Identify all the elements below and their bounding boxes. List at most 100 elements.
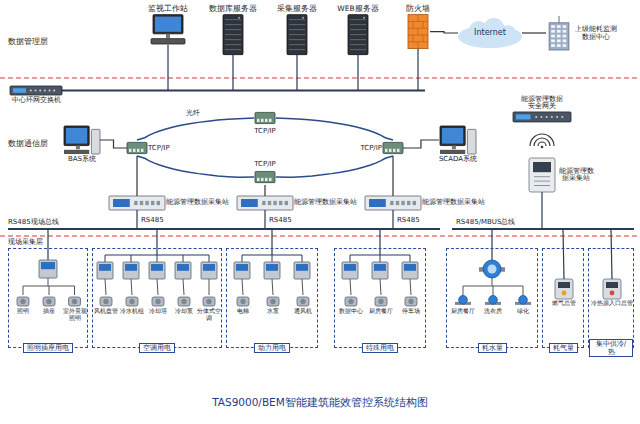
icon-part	[350, 29, 366, 30]
device-node: 厨房餐厅	[451, 295, 475, 315]
pc-icon	[64, 126, 100, 154]
icon-part	[43, 297, 55, 306]
bus-drop	[264, 210, 265, 229]
device-node: 照明	[16, 295, 30, 315]
icon-part	[266, 264, 278, 271]
bus-drop	[611, 229, 612, 279]
icon-part	[255, 112, 275, 123]
icon-part	[563, 39, 567, 42]
node-label: 电梯	[237, 308, 249, 315]
icon-part	[269, 119, 272, 122]
meter-wire	[302, 279, 303, 295]
icon-slot	[99, 295, 113, 307]
icon-slot	[127, 140, 147, 156]
icon-slot	[513, 112, 571, 122]
icon-part	[181, 299, 186, 304]
icon-part	[39, 90, 41, 92]
group-label: 动力用电	[254, 343, 290, 353]
device-node: Internet	[458, 18, 522, 48]
dev-icon	[345, 297, 357, 306]
station-icon	[365, 196, 421, 210]
node-label: 监视工作站	[148, 5, 188, 14]
icon-part	[155, 17, 181, 32]
icon-part	[127, 142, 147, 153]
icon-part	[557, 25, 561, 28]
icon-part	[133, 149, 136, 152]
branch-wire	[49, 286, 50, 295]
server-icon	[223, 15, 243, 55]
icon-part	[257, 178, 260, 181]
icon-part	[46, 299, 51, 304]
icon-part	[535, 116, 537, 118]
icon-part	[49, 90, 51, 92]
icon-part	[405, 297, 417, 306]
branch-wire	[463, 286, 464, 295]
meter-drop	[183, 255, 184, 262]
icon-part	[551, 116, 553, 118]
icon-part	[344, 264, 356, 271]
switch-icon	[255, 112, 275, 123]
icon-part	[177, 264, 189, 271]
icon-part	[374, 264, 386, 271]
device-node: TCP/IP	[127, 140, 170, 156]
bus-drop	[357, 55, 358, 90]
cloud-icon	[458, 18, 522, 48]
icon-part	[125, 264, 137, 271]
meter-icon	[372, 262, 388, 279]
icon-part	[129, 299, 134, 304]
icon-part	[546, 116, 548, 118]
group-label: 集中供冷/热	[589, 339, 633, 357]
device-node: 冷热源入口总管	[591, 279, 633, 307]
bus-label: RS485	[269, 216, 292, 224]
icon-part	[149, 262, 165, 279]
icon-part	[175, 262, 191, 279]
icon-part	[342, 262, 358, 279]
node-label: 燃气总管	[552, 300, 576, 307]
dev-icon	[375, 297, 387, 306]
icon-part	[166, 34, 170, 38]
device-node: 绿化	[515, 295, 531, 315]
icon-part	[255, 171, 275, 182]
node-label: 冷却塔	[149, 308, 167, 315]
icon-part	[225, 24, 241, 25]
icon-part	[363, 17, 365, 19]
icon-part	[467, 129, 476, 154]
icon-part	[203, 297, 215, 306]
icon-part	[152, 297, 164, 306]
icon-part	[225, 39, 241, 40]
icon-part	[397, 149, 400, 152]
dev-icon	[69, 297, 81, 306]
icon-part	[285, 201, 288, 205]
device-node: 能源管理数据采集站	[365, 196, 485, 210]
icon-part	[17, 297, 29, 306]
icon-part	[562, 291, 567, 296]
icon-slot	[16, 295, 30, 307]
icon-part	[396, 201, 399, 205]
icon-part	[257, 119, 260, 122]
icon-part	[225, 44, 241, 45]
node-label: 通风机	[294, 308, 312, 315]
icon-part	[34, 90, 36, 92]
group-box: 特殊用电数据中心厨房餐厅停车场	[334, 248, 426, 348]
icon-part	[137, 149, 140, 152]
icon-part	[76, 146, 80, 150]
node-label: 防火墙	[406, 5, 430, 14]
caption: TAS9000/BEM智能建筑能效管控系统结构图	[0, 396, 640, 408]
node-label: TCP/IP	[360, 144, 382, 152]
node-label: 风机盘管	[94, 308, 118, 315]
heat-icon	[603, 279, 621, 299]
node-label: 室外景观照明	[62, 308, 87, 322]
icon-part	[383, 142, 403, 153]
icon-part	[418, 28, 419, 35]
icon-part	[297, 297, 309, 306]
icon-part	[30, 90, 32, 92]
device-node: 能源管理数据安全网关	[513, 96, 571, 122]
icon-part	[540, 116, 542, 118]
icon-part	[100, 297, 112, 306]
layer-divider	[0, 78, 640, 79]
dev-icon	[17, 297, 29, 306]
node-label: SCADA系统	[439, 155, 477, 163]
connector	[136, 156, 137, 196]
device-node: 冷水机组	[120, 295, 144, 315]
icon-part	[440, 126, 465, 146]
